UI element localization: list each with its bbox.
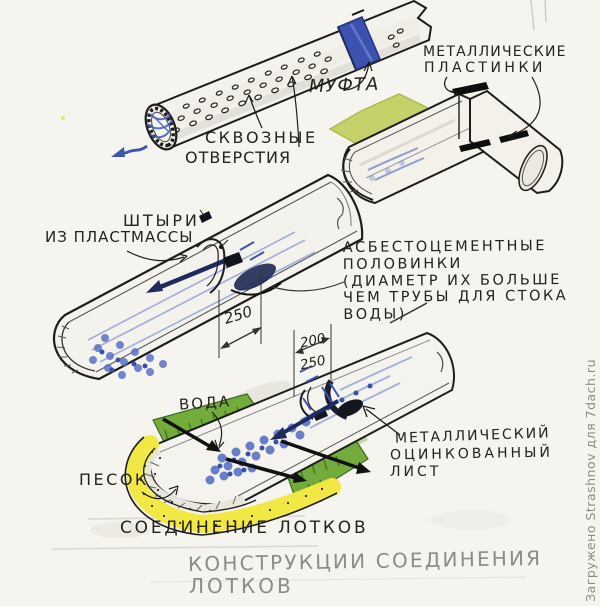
- inflow-arrows: [162, 417, 371, 483]
- coupling-leader-line: [344, 61, 373, 91]
- water-outflow-arrow: [111, 144, 148, 157]
- sand-leader-line: [141, 485, 179, 500]
- label-water: ВОДА: [178, 392, 232, 414]
- asbestos-note-line3: (ДИАМЕТР ИХ БОЛЬШЕ: [342, 271, 562, 290]
- zinc-sheet-leader-line: [362, 405, 401, 436]
- label-plastic-pins-1: ШТЫРИ: [123, 211, 200, 230]
- water-leader-line: [211, 411, 225, 450]
- metal-plates-leader-lines: [444, 76, 541, 140]
- label-through-holes-1: СКВОЗНЫЕ: [205, 128, 318, 147]
- pins-leader-line: [126, 250, 188, 263]
- label-asbestos-note: АСБЕСТОЦЕМЕНТНЫЕ ПОЛОВИНКИ (ДИАМЕТР ИХ Б…: [343, 238, 569, 324]
- corner-trough-end-opening: [518, 144, 548, 192]
- water-flow-arrow-mid: [146, 258, 225, 293]
- label-metal-plates-2: ПЛАСТИНКИ: [424, 60, 546, 76]
- pipe-water-scribble: [146, 113, 173, 139]
- label-coupling: МУФТА: [308, 73, 380, 98]
- note-leader-line: [272, 281, 428, 324]
- corner-pencil-texture: [359, 118, 456, 167]
- joint-figure: [124, 324, 455, 536]
- watermark: Загружено Strashnov для 7dach.ru: [583, 359, 598, 602]
- corner-water-scribble: [367, 147, 425, 181]
- corner-trough-figure: [328, 76, 564, 205]
- corner-trough-rim-lines: [340, 94, 471, 201]
- asbestos-note-line1: АСБЕСТОЦЕМЕНТНЫЕ: [342, 238, 548, 256]
- straight-trough-figure: [52, 173, 364, 381]
- zinc-sheet-patch: [321, 379, 364, 420]
- trough-rim-lines: [56, 181, 358, 374]
- coupling-shadow-outline: [230, 282, 282, 296]
- asbestos-note-line2: ПОЛОВИНКИ: [342, 255, 463, 273]
- dimension-250-mid: [218, 272, 262, 358]
- caption-tray-connection: СОЕДИНЕНИЕ ЛОТКОВ: [120, 518, 369, 538]
- label-metal-plates-1: МЕТАЛЛИЧЕСКИЕ: [423, 44, 567, 60]
- coupling-band: [337, 9, 381, 72]
- perforated-pipe-figure: [111, 0, 433, 157]
- joint-trough-rim-lines: [159, 339, 450, 497]
- label-sand: ПЕСОК: [79, 470, 149, 489]
- asbestos-note-line4: ЧЕМ ТРУБЫ ДЛЯ СТОКА: [343, 288, 569, 307]
- label-zinc-sheet-2: ОЦИНКОВАННЫЙ: [389, 444, 554, 464]
- water-flow-arrow-joint: [270, 399, 340, 440]
- holes-leader-lines: [244, 75, 300, 148]
- pin-clamp: [196, 209, 243, 294]
- label-through-holes-2: ОТВЕРСТИЯ: [185, 148, 292, 167]
- dimension-200-250: [293, 324, 332, 397]
- label-plastic-pins-2: ИЗ ПЛАСТМАССЫ: [45, 228, 194, 246]
- sand-bed: [124, 435, 341, 536]
- page-title-line2: ЛОТКОВ: [189, 574, 294, 598]
- coupling-shadow: [234, 263, 276, 291]
- label-zinc-sheet-3: ЛИСТ: [390, 464, 442, 480]
- metal-plates: [452, 82, 529, 152]
- pipe-shading-dark: [173, 34, 422, 140]
- asbestos-note-line5: ВОДЫ): [343, 306, 408, 324]
- trough-water: [87, 231, 316, 379]
- corner-trough-end-inner: [521, 149, 545, 187]
